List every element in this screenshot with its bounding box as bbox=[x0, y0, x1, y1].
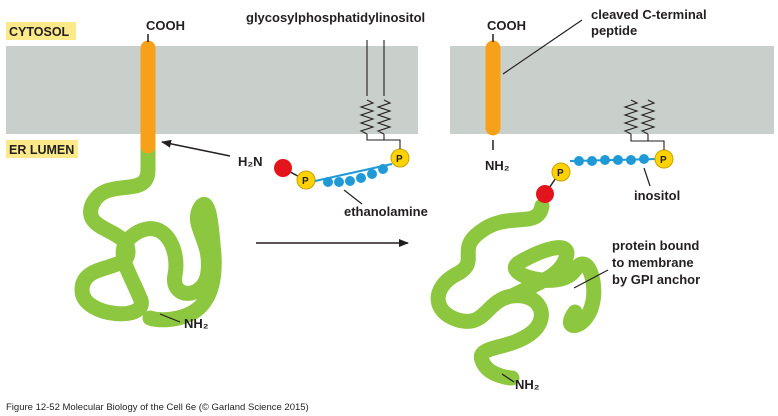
lipid-tails-left bbox=[359, 40, 401, 149]
membrane-right bbox=[450, 46, 774, 134]
inositol-label: inositol bbox=[634, 188, 680, 203]
er-lumen-tag: ER LUMEN bbox=[9, 143, 74, 157]
left-nh2-label: NH₂ bbox=[184, 316, 209, 331]
sugar-4 bbox=[356, 173, 366, 183]
phosphate-1-left-label: P bbox=[302, 176, 309, 187]
h2n-label: H₂N bbox=[238, 154, 263, 169]
phosphate-2-left-label: P bbox=[396, 154, 403, 165]
ethanolamine-label: ethanolamine bbox=[344, 204, 428, 219]
sugar-3 bbox=[345, 176, 355, 186]
phosphate-1-right-label: P bbox=[557, 168, 564, 179]
attach-arrow bbox=[161, 139, 231, 157]
membrane-left bbox=[6, 46, 418, 134]
sugar-6 bbox=[378, 164, 388, 174]
left-nh2-leader bbox=[159, 313, 181, 323]
inositol-leader bbox=[643, 167, 651, 187]
sugar-r2 bbox=[587, 156, 597, 166]
right-protein-nh2-label: NH₂ bbox=[515, 377, 540, 392]
right-nh2-leader bbox=[501, 373, 515, 383]
left-protein-green-chain bbox=[74, 140, 222, 328]
ethanolamine-red-circle bbox=[274, 159, 292, 177]
sugar-5 bbox=[367, 169, 377, 179]
right-cooh-label: COOH bbox=[487, 18, 526, 33]
cleaved-label-line1: cleaved C-terminal bbox=[591, 7, 707, 22]
cleaved-label-line2: peptide bbox=[591, 23, 637, 38]
sugar-r1 bbox=[574, 156, 584, 166]
right-nh2-label: NH₂ bbox=[485, 158, 510, 173]
sugar-r4 bbox=[613, 155, 623, 165]
cytosol-tag: CYTOSOL bbox=[9, 25, 70, 39]
sugar-1 bbox=[323, 177, 333, 187]
left-cooh-label: COOH bbox=[146, 18, 185, 33]
cytosol-tag-bg bbox=[6, 22, 76, 40]
protein-bound-line1: protein bound bbox=[612, 238, 699, 253]
lipid-tails-right bbox=[623, 99, 665, 150]
phosphate-1-right bbox=[551, 162, 571, 182]
right-protein-green-chain bbox=[430, 198, 602, 386]
ethanolamine-leader bbox=[343, 189, 363, 205]
sugar-2 bbox=[334, 177, 344, 187]
sugar-r5 bbox=[626, 155, 636, 165]
cleaved-peptide-leader bbox=[502, 19, 583, 75]
sugar-r3 bbox=[600, 155, 610, 165]
er-lumen-tag-bg bbox=[6, 140, 78, 158]
protein-bound-line2: to membrane bbox=[612, 255, 694, 270]
gpi-full-name-label: glycosylphosphatidylinositol bbox=[246, 10, 425, 25]
phosphate-2-right-label: P bbox=[660, 155, 667, 166]
ethanolamine-red-circle-right bbox=[536, 185, 554, 203]
protein-bound-line3: by GPI anchor bbox=[612, 272, 700, 287]
figure-caption: Figure 12-52 Molecular Biology of the Ce… bbox=[6, 402, 309, 413]
protein-bound-leader bbox=[573, 269, 609, 289]
sugar-r6 bbox=[639, 154, 649, 164]
